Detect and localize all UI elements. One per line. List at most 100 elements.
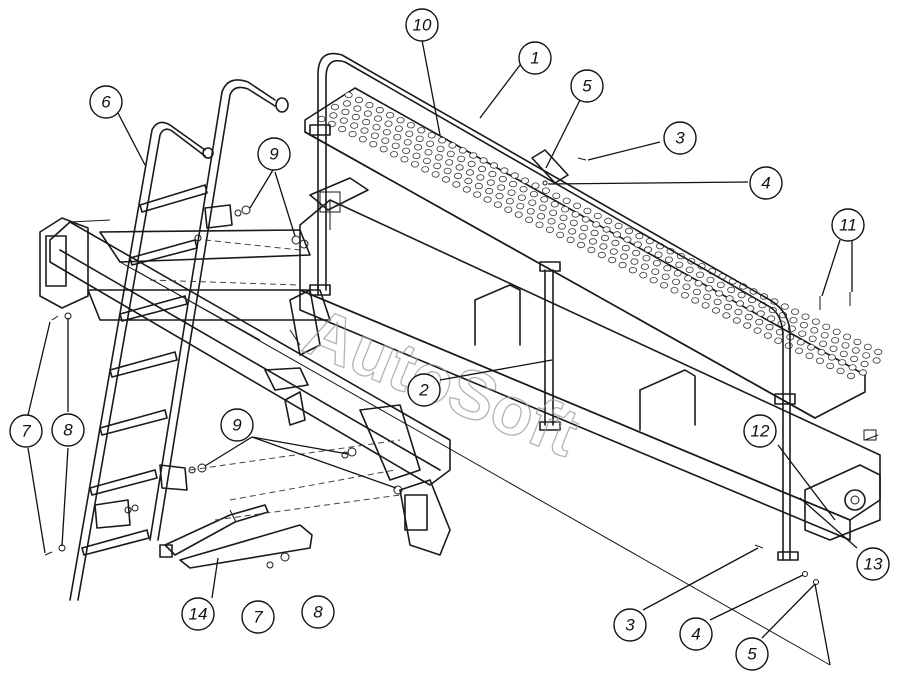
perforation-hole [817,349,826,356]
perforation-hole [640,263,649,270]
perforation-hole [832,328,841,335]
perforation-hole [386,111,395,119]
perforation-hole [391,142,400,149]
perforation-hole [734,308,743,316]
perforation-hole [477,165,486,173]
perforation-hole [592,221,601,228]
perforation-hole [602,226,611,233]
callout-8-left: 8 [51,413,85,447]
perforation-hole [692,288,701,296]
perforation-hole [763,332,772,339]
perforation-hole [476,174,485,181]
perforation-hole [549,209,558,216]
perforation-hole [566,236,575,244]
perforation-hole [736,300,745,307]
perforation-hole [350,122,359,129]
perforation-hole [538,204,547,211]
perforation-hole [630,258,639,265]
perforation-hole [519,185,528,193]
perforation-hole [433,162,442,170]
perforation-hole [414,144,423,151]
perforation-hole [611,239,620,247]
perforation-hole [510,172,519,179]
perforation-hole [673,270,682,277]
perforation-hole [691,297,700,304]
perforation-hole [744,313,753,321]
perforation-hole [770,298,779,305]
perforation-hole [504,206,513,213]
perforation-hole [874,348,883,356]
callout-4-top: 4 [749,166,783,200]
callout-14: 14 [181,597,215,631]
perforation-hole [317,115,326,123]
perforation-hole [382,128,391,136]
perforation-hole [635,232,644,240]
perforation-hole [580,224,589,232]
callout-7-bottom: 7 [241,600,275,634]
perforation-hole [535,221,544,228]
perforation-hole [618,261,627,269]
perforation-hole [381,137,390,144]
perforation-hole [421,166,430,173]
platform-perforations [317,91,883,380]
perforation-hole [694,280,703,287]
leader-lines [27,39,858,666]
perforation-hole [329,112,338,119]
perforation-hole [625,227,634,235]
perforation-hole [578,233,587,240]
perforation-hole [344,91,353,99]
perforation-hole [701,302,710,309]
perforation-hole [660,282,669,289]
perforation-hole [557,223,566,230]
perforation-hole [807,344,816,351]
perforation-hole [724,303,733,311]
perforation-hole [609,248,618,255]
support-posts [309,149,569,431]
callout-3-top: 3 [663,121,697,155]
callout-balloons: 10 1 5 3 4 6 9 11 2 7 8 9 12 13 3 4 5 14… [9,8,890,671]
perforation-hole [696,271,705,278]
perforation-hole [789,317,798,324]
perforation-hole [342,100,351,107]
tank-box [299,177,881,541]
perforation-hole [390,151,399,158]
perforation-hole [872,357,881,364]
svg-text:8: 8 [63,421,73,440]
perforation-hole [497,184,506,191]
perforation-hole [541,187,550,194]
perforation-hole [599,243,608,250]
perforation-hole [601,234,610,242]
perforation-hole [755,318,764,326]
perforation-hole [672,278,681,285]
perforation-hole [351,113,360,121]
perforation-hole [780,303,789,310]
perforation-hole [589,238,598,245]
perforation-hole [445,159,454,166]
perforation-hole [469,152,478,159]
perforation-hole [537,213,546,220]
perforation-hole [341,108,350,116]
callout-7-left: 7 [9,414,43,448]
perforation-hole [581,216,590,223]
perforation-hole [402,147,411,154]
perforation-hole [850,355,859,363]
callout-9-mid: 9 [220,408,254,442]
perforation-hole [384,120,393,127]
perforation-hole [623,236,632,243]
perforation-hole [505,197,514,205]
callout-6: 6 [89,85,123,119]
perforation-hole [675,261,684,268]
perforation-hole [360,127,369,134]
perforation-hole [412,152,421,159]
perforation-hole [682,283,691,290]
perforation-hole [568,228,577,235]
perforation-hole [633,241,642,248]
perforation-hole [365,101,374,109]
perforation-hole [841,342,850,349]
ladder [69,79,289,601]
perforation-hole [489,162,498,169]
perforation-hole [805,352,814,359]
perforation-hole [507,189,516,196]
perforation-hole [836,367,845,375]
